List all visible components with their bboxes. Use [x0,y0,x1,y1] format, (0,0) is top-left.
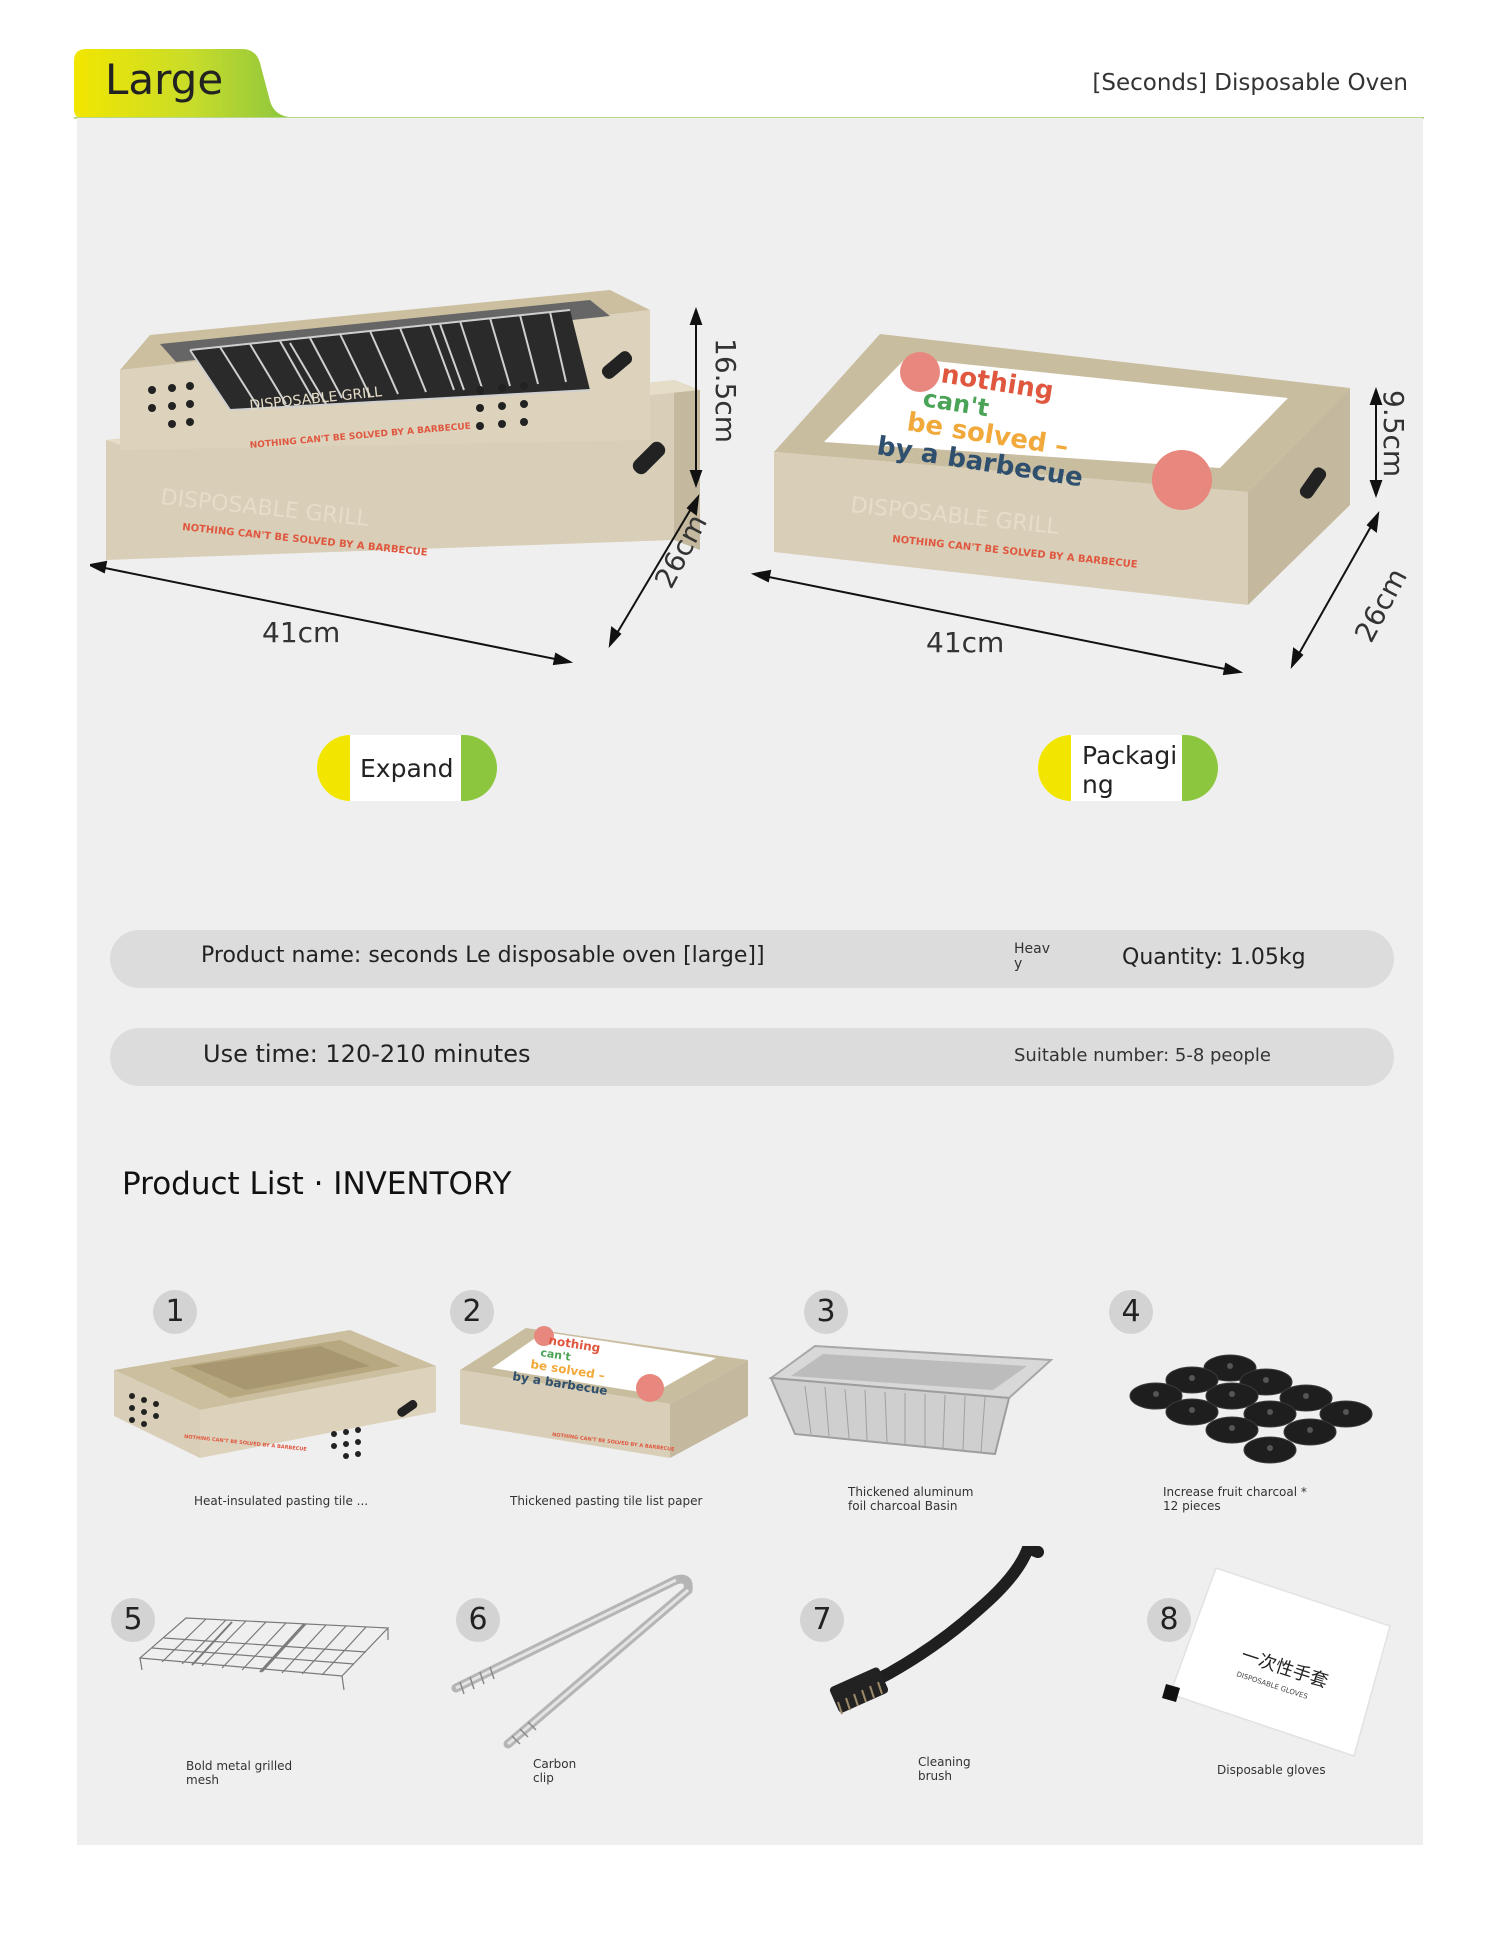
item-8-caption: Disposable gloves [1217,1763,1326,1777]
packaging-label: Packagi ng [1082,741,1178,799]
inventory-title: Product List · INVENTORY [122,1166,512,1202]
item-3-caption: Thickened aluminum foil charcoal Basin [848,1485,974,1513]
expanded-grill-image: DISPOSABLE GRILL NOTHING CAN'T BE SOLVED… [90,290,703,666]
item-2-caption: Thickened pasting tile list paper [510,1494,703,1508]
item-6-image [451,1574,693,1749]
size-label: Large [105,55,224,104]
item-1-number: 1 [153,1290,197,1334]
item-2-cover-line2: can't [540,1346,572,1364]
item-4-number: 4 [1109,1290,1153,1334]
packaged-box-image: nothing can't be solved – by a barbecue … [750,334,1383,676]
expand-pill-shape [317,735,497,801]
spec-bar-1 [110,930,1394,988]
item-7-number: 7 [800,1598,844,1642]
expanded-width-label: 41cm [262,616,341,649]
quantity-value: Quantity: 1.05kg [1122,945,1306,970]
packaged-width-label: 41cm [926,626,1005,659]
suitable-number: Suitable number: 5-8 people [1014,1045,1272,1066]
item-4-image [1129,1354,1373,1464]
size-tab [74,49,289,119]
item-6-number: 6 [456,1598,500,1642]
item-2-image: nothing can't be solved – by a barbecue … [460,1326,748,1458]
item-8-number: 8 [1147,1598,1191,1642]
spec-bar-2 [110,1028,1394,1086]
weight-label: Heav y [1014,941,1051,973]
item-2-number: 2 [450,1290,494,1334]
product-name: Product name: seconds Le disposable oven… [201,943,765,968]
item-5-number: 5 [111,1598,155,1642]
item-5-caption: Bold metal grilled mesh [186,1759,293,1787]
item-1-image: NOTHING CAN'T BE SOLVED BY A BARBECUE [114,1330,436,1459]
page-title: [Seconds] Disposable Oven [1092,70,1408,96]
use-time: Use time: 120-210 minutes [203,1040,531,1068]
expanded-height-label: 16.5cm [709,338,742,444]
item-3-number: 3 [804,1290,848,1334]
item-6-caption: Carbon clip [533,1757,577,1785]
item-7-image [829,1546,1044,1715]
packaging-pill-shape [1038,735,1218,801]
item-3-image [768,1344,1054,1456]
packaged-height-label: 9.5cm [1377,390,1410,478]
item-1-caption: Heat-insulated pasting tile ... [194,1494,369,1508]
item-4-caption: Increase fruit charcoal * 12 pieces [1163,1485,1307,1513]
item-5-image [138,1617,390,1691]
item-8-image: 一次性手套 DISPOSABLE GLOVES [1162,1567,1391,1757]
item-7-caption: Cleaning brush [918,1755,971,1783]
expand-label: Expand [360,754,454,783]
